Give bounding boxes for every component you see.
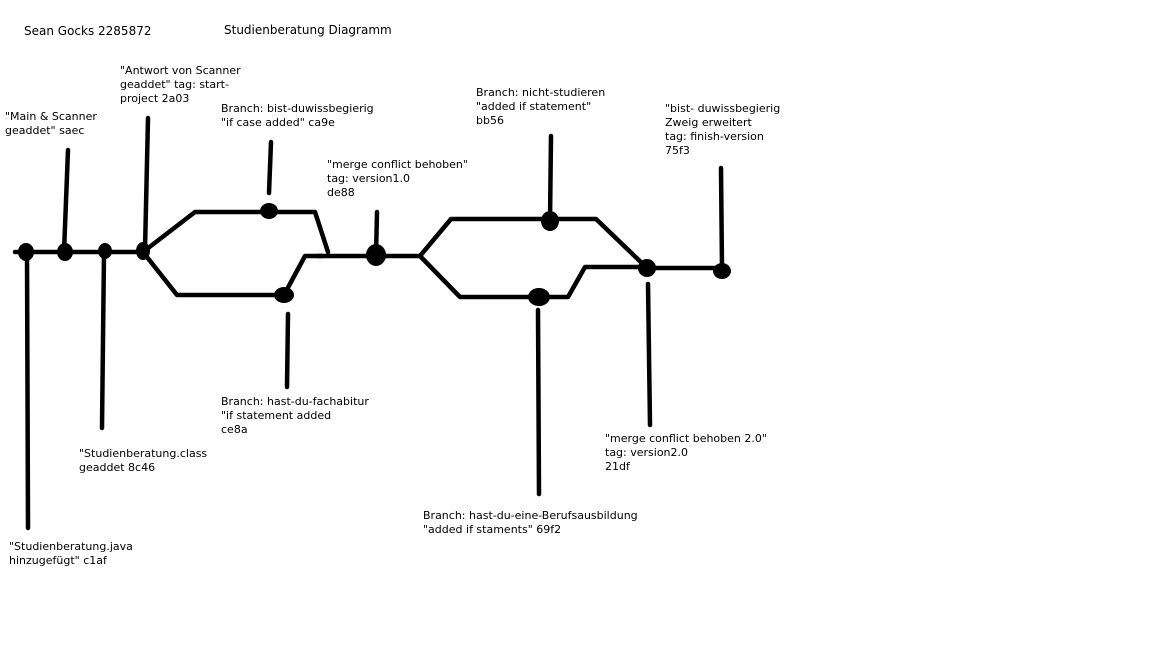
commit-dot-21df [638,259,656,277]
connector-c1af [24,249,31,531]
commit-dot-75f3 [713,263,731,279]
commit-dot-ca9e [260,203,278,219]
commit-label-ca9e: Branch: bist-duwissbegierig "if case add… [221,102,374,129]
connector-8c46 [99,249,107,431]
connector-ce8a [284,311,291,390]
commit-label-ce8a: Branch: hast-du-fachabitur "if statement… [221,395,369,436]
commit-dot-69f2 [528,288,550,306]
commit-dot-8c46 [98,243,112,259]
commit-label-bb56: Branch: nicht-studieren "added if statem… [476,86,606,127]
connector-ca9e [266,139,274,196]
author-label: Sean Gocks 2285872 [24,24,152,38]
commit-dot-ce8a [274,287,294,303]
commit-dot-c1af [18,243,34,261]
connector-saec [61,147,71,255]
branch-bist-duwissbegierig-line [140,209,331,255]
commit-dot-2a03 [136,242,150,260]
commit-label-75f3: "bist- duwissbegierig Zweig erweitert ta… [665,102,781,157]
branch-hast-du-fachabitur-line [140,249,325,298]
commit-label-2a03: "Antwort von Scanner geaddet" tag: start… [120,64,241,105]
connector-21df [645,281,653,428]
commit-dot-bb56 [541,211,559,231]
branch-nicht-studieren-line [417,216,650,271]
commit-label-c1af: "Studienberatung.java hinzugefügt" c1af [9,540,133,567]
connector-2a03 [142,115,151,253]
commit-dot-de88 [366,244,386,266]
branch-hast-du-eine-berufsausbildung-line [417,253,650,300]
commit-label-saec: "Main & Scanner geaddet" saec [5,110,97,137]
connector-69f2 [535,307,542,497]
commit-label-8c46: "Studienberatung.class geaddet 8c46 [79,447,208,474]
commit-label-21df: "merge conflict behoben 2.0" tag: versio… [605,432,767,473]
commit-label-de88: "merge conflict behoben" tag: version1.0… [327,158,468,199]
commit-dot-saec [57,243,73,261]
commit-label-69f2: Branch: hast-du-eine-Berufsausbildung "a… [423,509,638,536]
diagram-title: Studienberatung Diagramm [224,23,392,37]
connector-75f3 [718,165,725,271]
connector-bb56 [547,133,554,224]
